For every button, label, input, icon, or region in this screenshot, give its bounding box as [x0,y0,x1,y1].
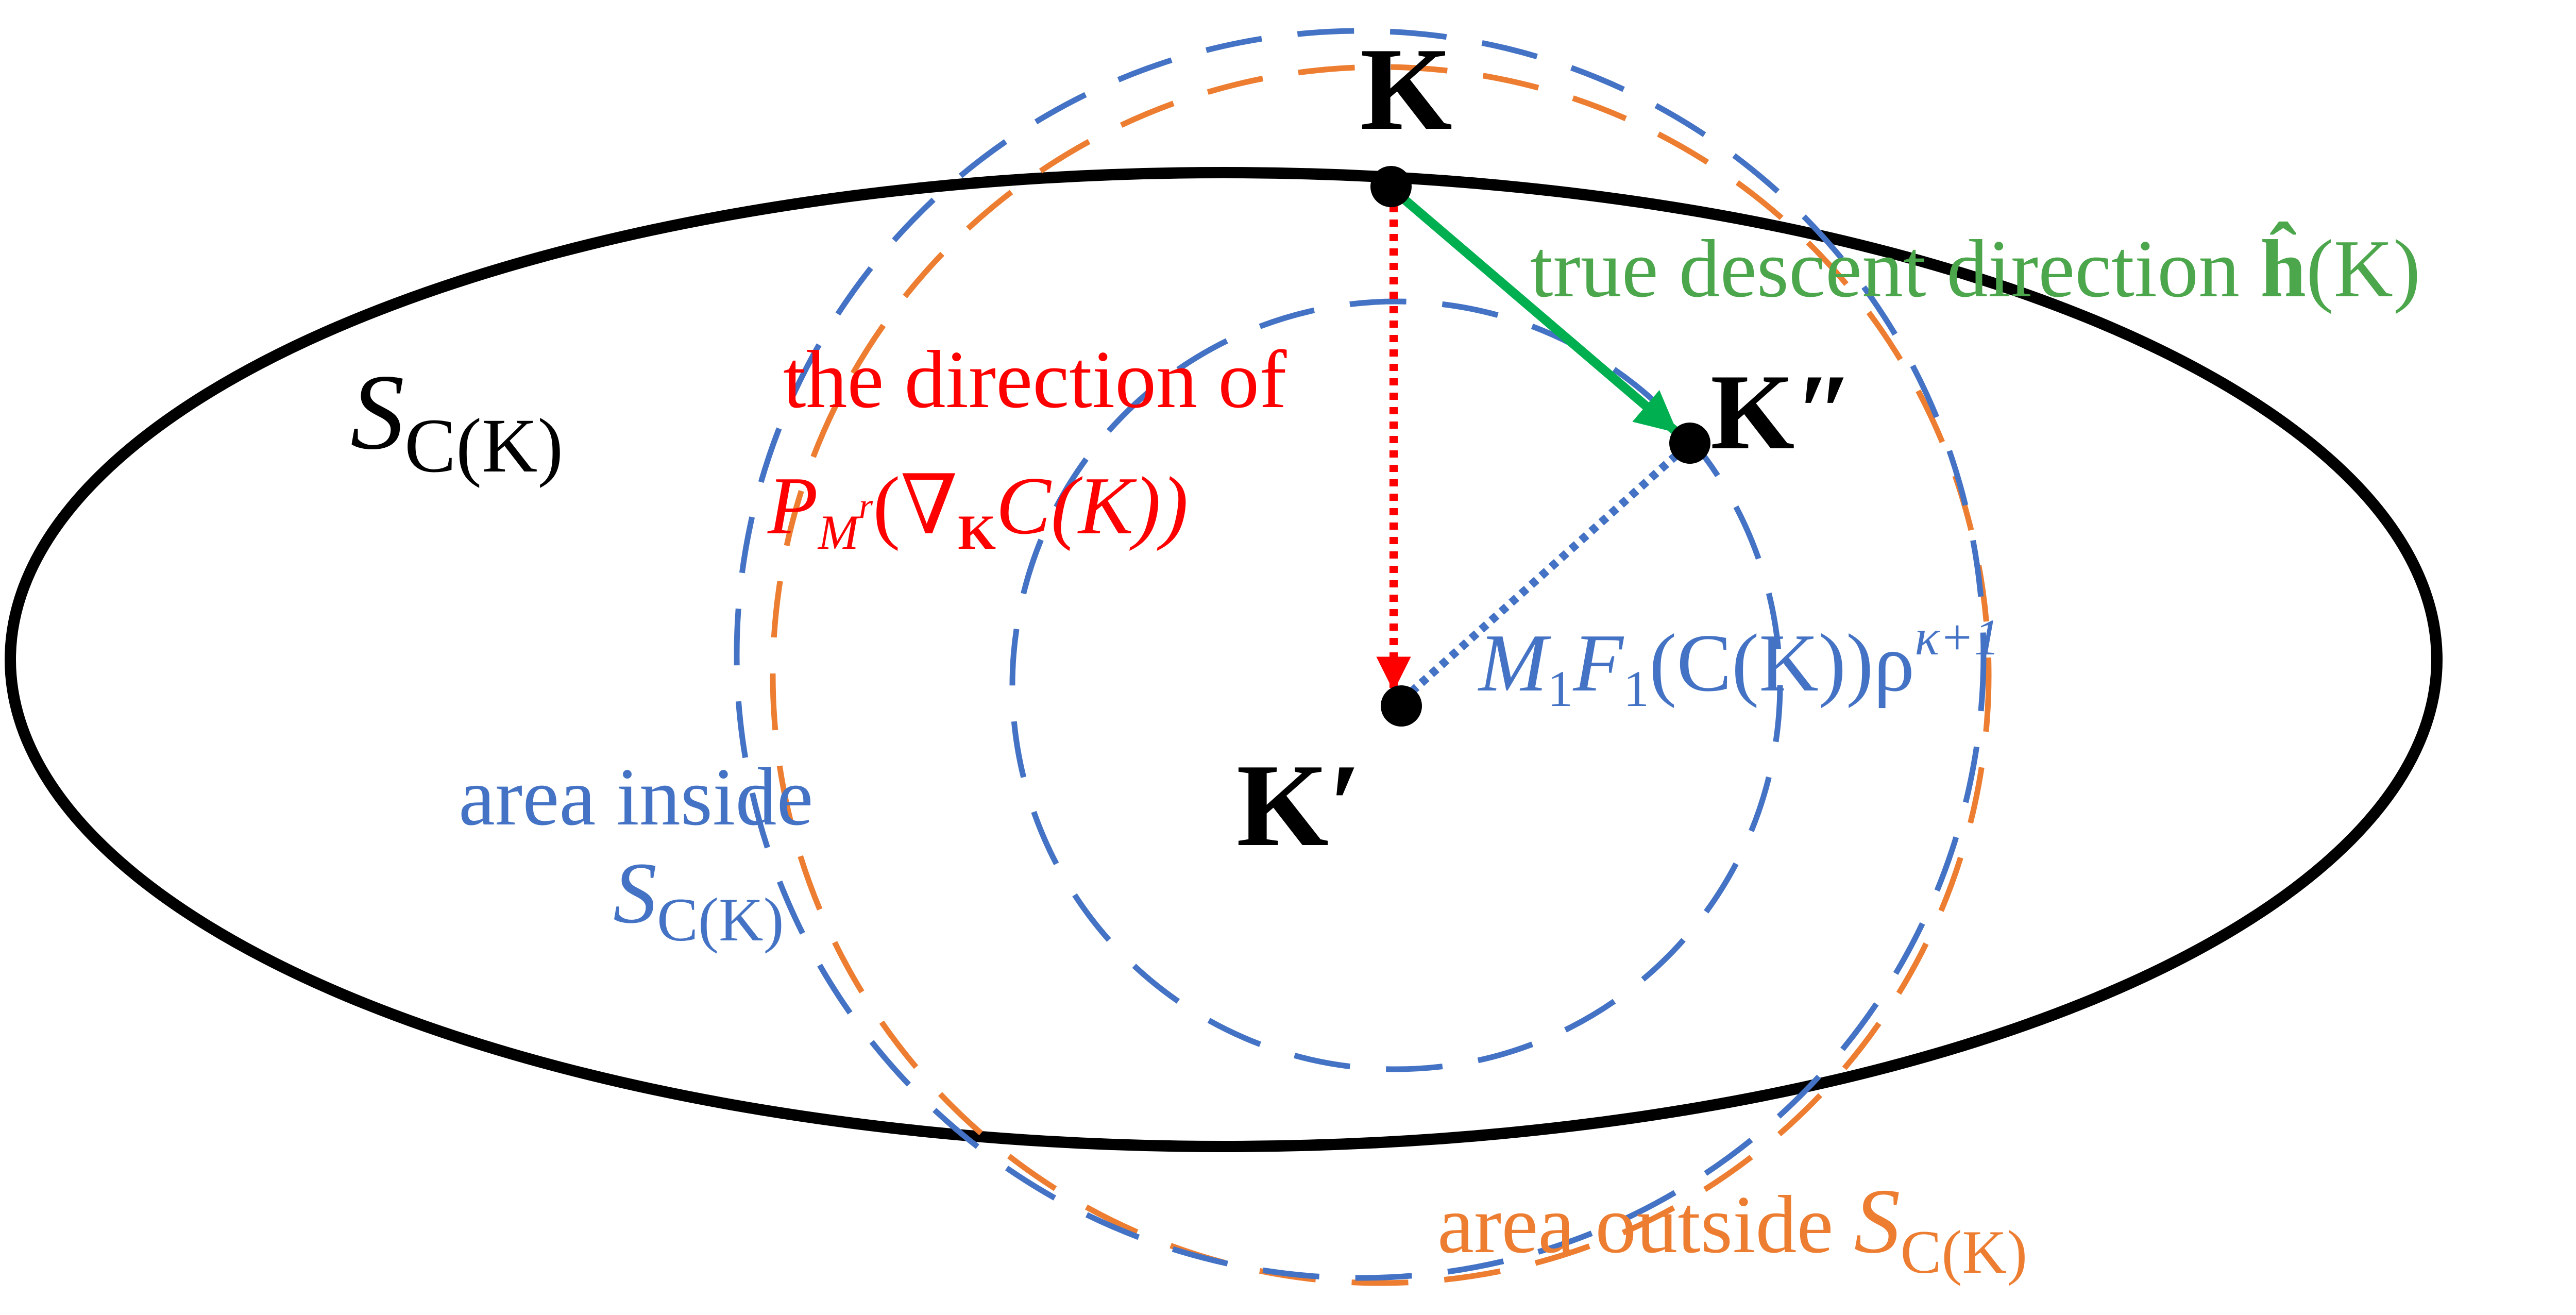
level-set-S: S [350,352,404,472]
red-P-sup: r [859,486,873,526]
inside-sub: C(K) [657,885,784,954]
inside-label-line1: area inside [459,751,814,842]
level-set-sub: C(K) [404,403,563,488]
point-K-prime [1381,685,1422,727]
label-K-double-prime: K″ [1710,352,1854,472]
green-label: true descent direction ĥ(K) [1530,221,2420,314]
red-tail: C(K)) [996,460,1188,551]
level-set-ellipse [5,167,2443,1152]
red-grad-sub: K [958,505,996,560]
level-set-label: SC(K) [350,352,563,488]
blue-s2: 1 [1623,660,1649,717]
label-K-prime: K′ [1236,739,1362,871]
blue-F: F [1572,617,1624,709]
blue-sup: κ+1 [1914,609,1999,666]
inside-S: S [613,845,657,941]
outside-label: area outside SC(K) [1437,1170,2027,1286]
radius-circle-inner [1009,298,1783,1072]
true-descent-arrow [1388,184,1678,434]
red-rest: (∇ [873,460,958,551]
red-P-sub: M [817,505,861,560]
green-text: true descent direction [1530,223,2260,314]
inside-region-circle-outer [734,28,1987,1281]
outside-text: area outside [1437,1178,1854,1270]
point-K-double-prime [1669,423,1710,464]
outside-region-circle [770,64,1992,1286]
radius-dotted-line [1398,440,1693,704]
label-K: K [1360,23,1452,155]
inside-label-line2: SC(K) [613,845,784,954]
point-K [1370,166,1412,207]
blue-s1: 1 [1547,660,1573,717]
blue-M: M [1478,617,1551,709]
outside-sub: C(K) [1901,1218,2028,1286]
blue-mid: (C(K))ρ [1649,617,1914,709]
red-P: P [767,460,818,551]
red-label-line2: PMr(∇KC(K)) [767,460,1188,560]
green-h: ĥ [2260,221,2306,314]
red-label-line1: the direction of [783,333,1287,425]
outside-S: S [1854,1170,1901,1272]
green-tail: (K) [2306,223,2420,314]
blue-radius-label: M1F1(C(K))ρκ+1 [1478,609,2000,717]
